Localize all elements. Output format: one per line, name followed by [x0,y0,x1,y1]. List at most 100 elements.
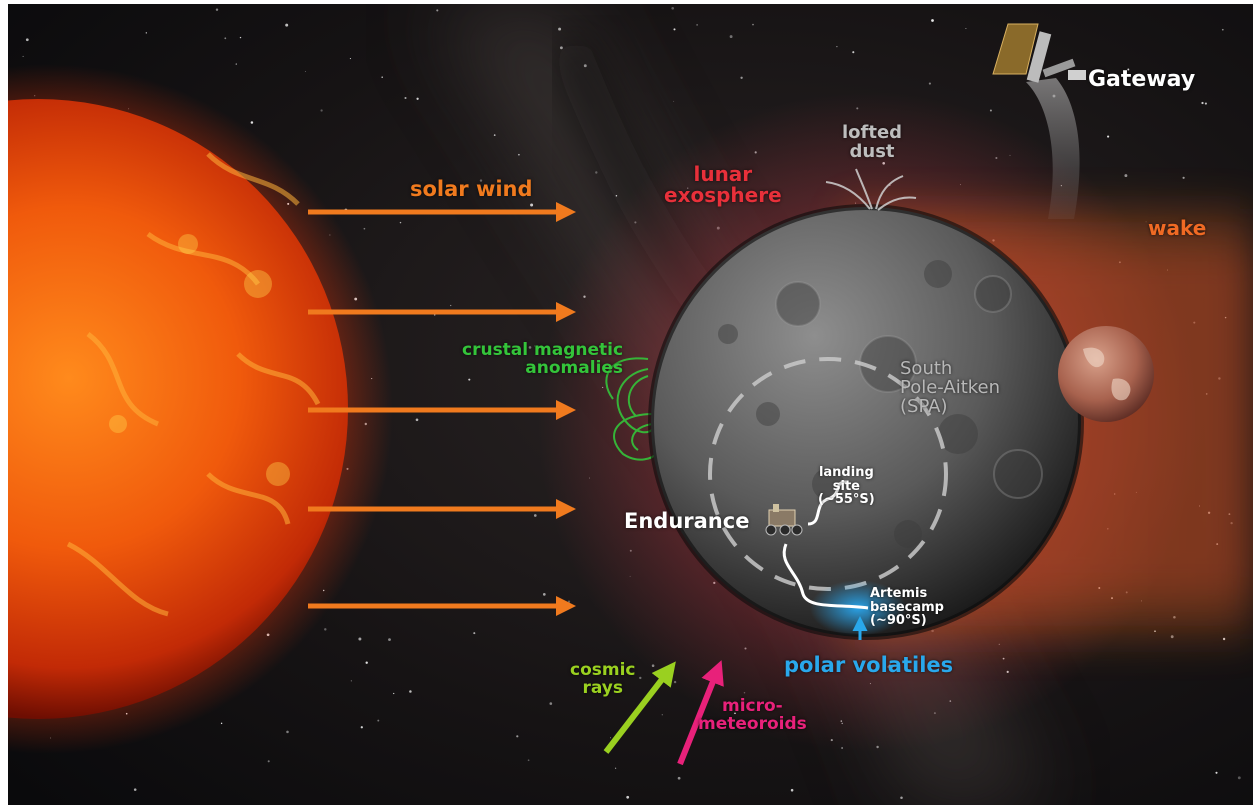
star [215,8,219,11]
star [928,82,931,85]
star [479,179,483,182]
star [267,760,270,763]
star [473,632,476,635]
star [239,36,242,39]
star [133,788,137,791]
star [1237,776,1241,780]
artemis-line-2: basecamp [870,599,944,615]
rover-icon [765,504,803,536]
star [989,109,992,112]
star [931,19,934,22]
star [1221,28,1224,31]
star [416,97,419,100]
lofted-dust-line-1: lofted [842,122,903,143]
star [409,690,412,693]
star [1175,81,1178,84]
star [388,638,391,641]
micrometeoroids-line-2: meteoroids [698,713,807,734]
cosmic-rays-arrow [603,661,676,754]
star [433,314,436,316]
solar-panel-left-icon [992,23,1039,75]
solar-wind-arrows [308,202,576,616]
micrometeoroids-label: micro- meteoroids [698,697,807,734]
star [671,6,675,10]
star [583,64,587,68]
cosmic-rays-line-2: rays [582,677,624,698]
star [673,100,675,102]
star [1201,101,1204,105]
star [516,735,519,738]
star [518,153,520,156]
lofted-dust-line-2: dust [849,140,895,162]
crustal-magnetic-anomalies-label: crustal magnetic anomalies [462,340,624,378]
star [615,195,618,197]
star [285,23,289,27]
star [235,63,237,65]
star [614,767,617,769]
star [558,27,562,31]
star [468,378,471,381]
south-pole-aitken-label: South Pole-Aitken (SPA) [900,358,1001,417]
star [25,38,29,42]
star [286,730,289,734]
endurance-label: Endurance [624,510,749,532]
lunar-exosphere-label: lunar exosphere [664,164,782,206]
spa-line-2: Pole-Aitken [900,376,1001,398]
magnetic-field-lines-icon [605,357,659,461]
wake-label: wake [1148,218,1206,239]
star [365,661,368,664]
star [673,28,676,31]
endurance-text: Endurance [624,509,750,533]
star [304,71,306,72]
star [493,134,496,136]
star [220,722,223,725]
star [377,719,380,722]
gateway-station-icon [992,23,1086,219]
crustal-magnetic-line-1: crustal magnetic [462,340,624,360]
star [740,76,743,79]
star [677,776,681,780]
diagram-artwork [8,4,1253,805]
star [530,203,534,207]
star [626,795,630,799]
star [224,37,227,40]
landing-site-connector [807,480,847,526]
rover-traverse-path [782,543,869,610]
star [358,637,362,641]
star [250,121,254,124]
star [145,32,147,34]
star [533,514,537,517]
star [534,345,536,347]
lunar-exosphere-line-1: lunar [693,162,753,186]
solar-wind-label: solar wind [410,178,533,200]
star [399,221,402,224]
star [549,702,553,705]
star [436,9,439,12]
sun-icon [8,64,393,754]
star [610,737,612,739]
star [363,227,366,230]
moon-icon [648,204,1084,640]
star [320,109,323,112]
landing-site-label: landing site (~55°S) [818,466,875,507]
spa-line-1: South [900,358,953,379]
star [661,714,663,716]
polar-volatiles-label: polar volatiles [784,654,953,676]
star [900,796,903,799]
polar-volatiles-text: polar volatiles [784,653,954,677]
landing-site-line-1: landing [818,465,874,480]
star [350,680,352,682]
star [1124,174,1128,178]
star [1107,135,1110,138]
spa-line-3: (SPA) [900,395,948,417]
star [324,628,327,631]
star [1182,176,1185,179]
star [852,51,855,54]
star [516,348,518,350]
solar-wind-text: solar wind [410,177,533,201]
gateway-text: Gateway [1088,67,1196,92]
star [542,593,546,596]
artemis-line-1: Artemis [870,586,928,601]
lunar-environment-diagram: solar wind lunar exosphere lofted dust G… [8,4,1253,805]
star [22,55,24,57]
